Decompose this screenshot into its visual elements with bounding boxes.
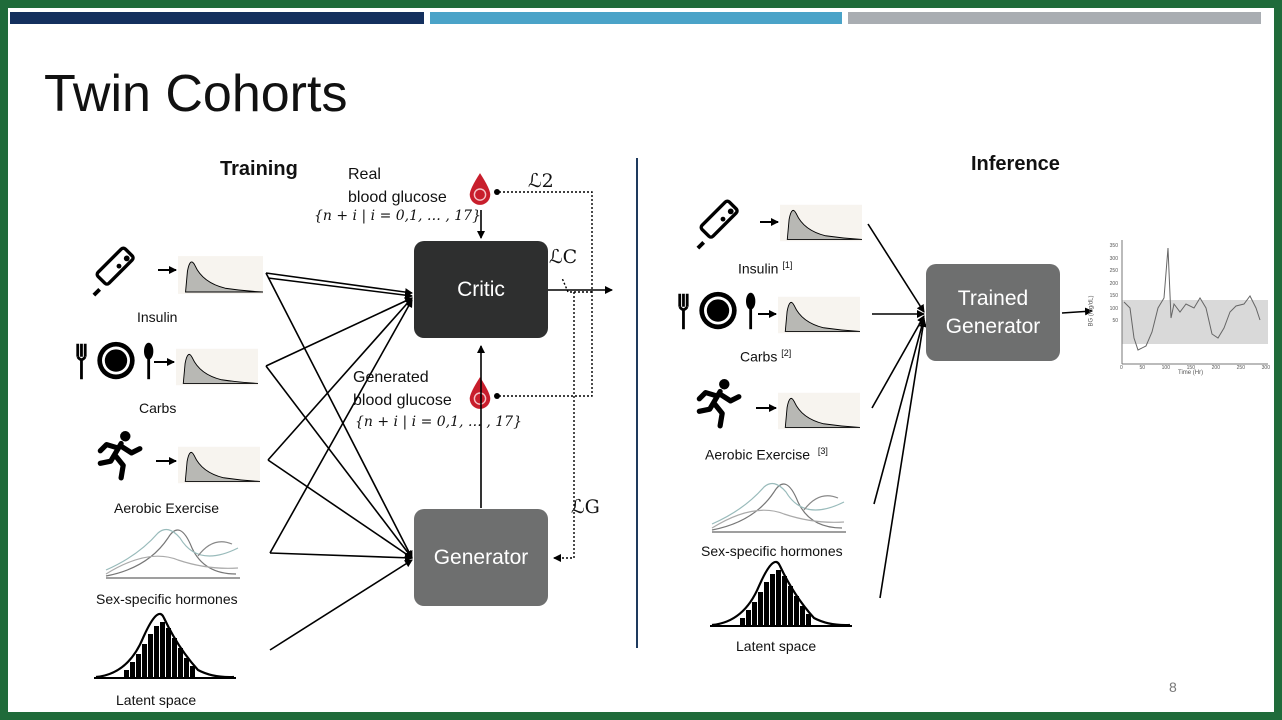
plot-x-ticks: 0 50 100 150 200 250 300 bbox=[1120, 365, 1270, 371]
inference-carbs-curve-icon bbox=[778, 296, 860, 334]
generator-box: Generator bbox=[414, 509, 548, 606]
real-glucose-label: Real blood glucose bbox=[348, 166, 447, 206]
plot-y-ticks: 350 300 250 200 150 100 50 bbox=[1109, 243, 1118, 324]
loss-feedback-loop bbox=[494, 189, 593, 562]
loss-critic-label: ℒC bbox=[549, 246, 578, 268]
slide: Twin Cohorts bbox=[8, 8, 1274, 712]
inference-insulin-curve-icon bbox=[780, 204, 862, 242]
inference-heading: Inference bbox=[971, 153, 1060, 175]
insulin-label: Insulin bbox=[137, 309, 178, 325]
inference-insulin-pen-icon bbox=[695, 198, 741, 251]
inference-carbs-label: Carbs [2] bbox=[740, 348, 792, 365]
glucose-trace-plot bbox=[1121, 240, 1268, 365]
inference-insulin-label: Insulin [1] bbox=[738, 260, 793, 277]
diagram-canvas bbox=[76, 158, 1268, 679]
inference-plate-icon bbox=[678, 290, 757, 331]
inference-hormones-label: Sex-specific hormones bbox=[701, 543, 843, 559]
carbs-label: Carbs bbox=[139, 400, 177, 416]
real-glucose-set: {n + i | i = 0,1, … , 17} bbox=[314, 208, 481, 224]
runner-icon bbox=[100, 431, 140, 478]
inference-latent-histogram-icon bbox=[710, 560, 852, 627]
generated-glucose-set: {n + i | i = 0,1, … , 17} bbox=[355, 414, 522, 430]
insulin-pen-icon bbox=[91, 245, 137, 298]
real-glucose-drop-icon bbox=[469, 172, 491, 206]
accent-bar-navy bbox=[10, 12, 424, 24]
accent-bar-blue bbox=[430, 12, 842, 24]
critic-box: Critic bbox=[414, 241, 548, 338]
inference-exercise-label: Aerobic Exercise [3] bbox=[705, 446, 828, 463]
slide-title: Twin Cohorts bbox=[44, 65, 348, 123]
exercise-curve-icon bbox=[178, 446, 260, 484]
loss-l2-label: ℒ2 bbox=[528, 170, 554, 192]
loss-generator-label: ℒG bbox=[571, 496, 600, 518]
inference-exercise-curve-icon bbox=[778, 392, 860, 430]
training-heading: Training bbox=[220, 158, 298, 180]
generated-glucose-label: Generated blood glucose bbox=[353, 369, 452, 409]
page-number: 8 bbox=[1169, 679, 1177, 695]
inference-runner-icon bbox=[699, 379, 739, 426]
plot-y-label: BG (mg/dL) bbox=[1088, 295, 1095, 327]
plate-icon bbox=[76, 340, 155, 381]
generated-glucose-drop-icon bbox=[469, 376, 491, 410]
latent-space-label: Latent space bbox=[116, 692, 197, 708]
latent-histogram-icon bbox=[94, 612, 236, 679]
hormones-label: Sex-specific hormones bbox=[96, 591, 238, 607]
carbs-curve-icon bbox=[176, 348, 258, 386]
hormones-curves-icon bbox=[105, 528, 240, 579]
plot-x-label: Time (Hr) bbox=[1178, 370, 1204, 376]
insulin-curve-icon bbox=[178, 256, 263, 294]
inference-hormones-curves-icon bbox=[711, 482, 846, 533]
training-input-arrows bbox=[265, 272, 413, 651]
inference-latent-label: Latent space bbox=[736, 638, 817, 654]
inference-input-arrows bbox=[867, 223, 1093, 599]
accent-bar-gray bbox=[848, 12, 1261, 24]
exercise-label: Aerobic Exercise bbox=[114, 500, 220, 516]
